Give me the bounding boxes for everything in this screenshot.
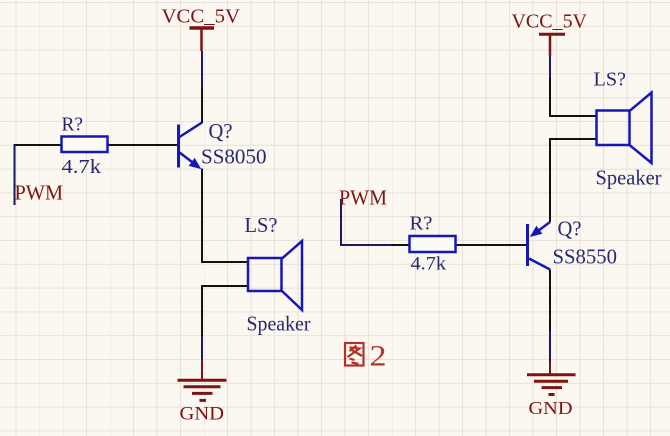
svg-text:Speaker: Speaker <box>247 312 311 336</box>
svg-text:R?: R? <box>62 114 84 136</box>
svg-text:R?: R? <box>410 213 433 235</box>
svg-text:SS8050: SS8050 <box>201 145 267 169</box>
svg-text:LS?: LS? <box>594 69 627 91</box>
svg-text:LS?: LS? <box>245 213 278 237</box>
svg-text:Q?: Q? <box>558 217 582 241</box>
svg-text:PWM: PWM <box>15 181 64 205</box>
svg-text:Q?: Q? <box>209 119 233 143</box>
svg-text:VCC_5V: VCC_5V <box>162 6 241 28</box>
svg-text:GND: GND <box>529 398 573 418</box>
svg-text:PWM: PWM <box>339 186 387 210</box>
svg-text:GND: GND <box>180 404 225 425</box>
svg-text:Speaker: Speaker <box>596 166 662 190</box>
svg-text:2: 2 <box>370 340 387 373</box>
svg-text:4.7k: 4.7k <box>411 254 447 275</box>
svg-text:SS8550: SS8550 <box>553 245 618 269</box>
svg-text:VCC_5V: VCC_5V <box>512 12 588 33</box>
svg-text:4.7k: 4.7k <box>62 156 102 178</box>
